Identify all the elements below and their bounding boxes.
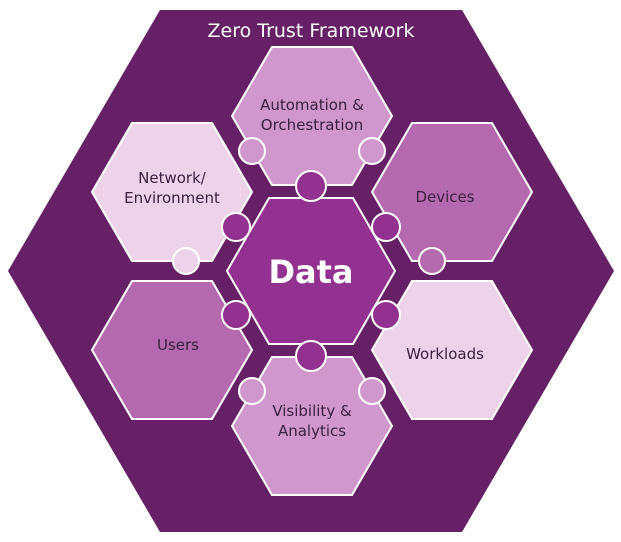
pillar-users-label: Users bbox=[157, 336, 199, 354]
center-puzzle-knob bbox=[295, 340, 327, 372]
pillar-devices-label: Devices bbox=[415, 188, 474, 206]
pillar-automation-hexagon bbox=[230, 46, 394, 186]
center-data-piece bbox=[221, 170, 401, 372]
pillar-devices-hexagon bbox=[370, 122, 534, 262]
center-puzzle-knob bbox=[221, 300, 251, 330]
puzzle-knob bbox=[358, 377, 386, 405]
pillar-visibility-hexagon bbox=[230, 356, 394, 496]
pillar-network-label-line2: Environment bbox=[124, 189, 220, 207]
center-puzzle-knob bbox=[371, 212, 401, 242]
puzzle-knob bbox=[238, 137, 266, 165]
diagram-title: Zero Trust Framework bbox=[208, 20, 415, 42]
puzzle-knob bbox=[238, 377, 266, 405]
pillar-users-hexagon bbox=[90, 280, 254, 420]
pillar-visibility-label-line1: Visibility & bbox=[272, 402, 352, 420]
center-label: Data bbox=[268, 253, 353, 291]
pillar-network-hexagon bbox=[90, 122, 254, 262]
center-puzzle-knob bbox=[295, 170, 327, 202]
pillar-network-label-line1: Network/ bbox=[138, 169, 207, 187]
center-hexagon bbox=[225, 197, 397, 345]
pillar-workloads-label: Workloads bbox=[406, 345, 484, 363]
puzzle-connectors bbox=[172, 137, 446, 405]
center-puzzle-knob bbox=[371, 300, 401, 330]
pillar-automation-label-line1: Automation & bbox=[260, 96, 364, 114]
pillar-automation-label-line2: Orchestration bbox=[261, 116, 363, 134]
center-puzzle-knob bbox=[221, 212, 251, 242]
pillar-visibility-label-line2: Analytics bbox=[278, 422, 346, 440]
pillar-workloads-hexagon bbox=[370, 280, 534, 420]
puzzle-knob bbox=[172, 247, 200, 275]
puzzle-knob bbox=[418, 247, 446, 275]
puzzle-knob bbox=[358, 137, 386, 165]
